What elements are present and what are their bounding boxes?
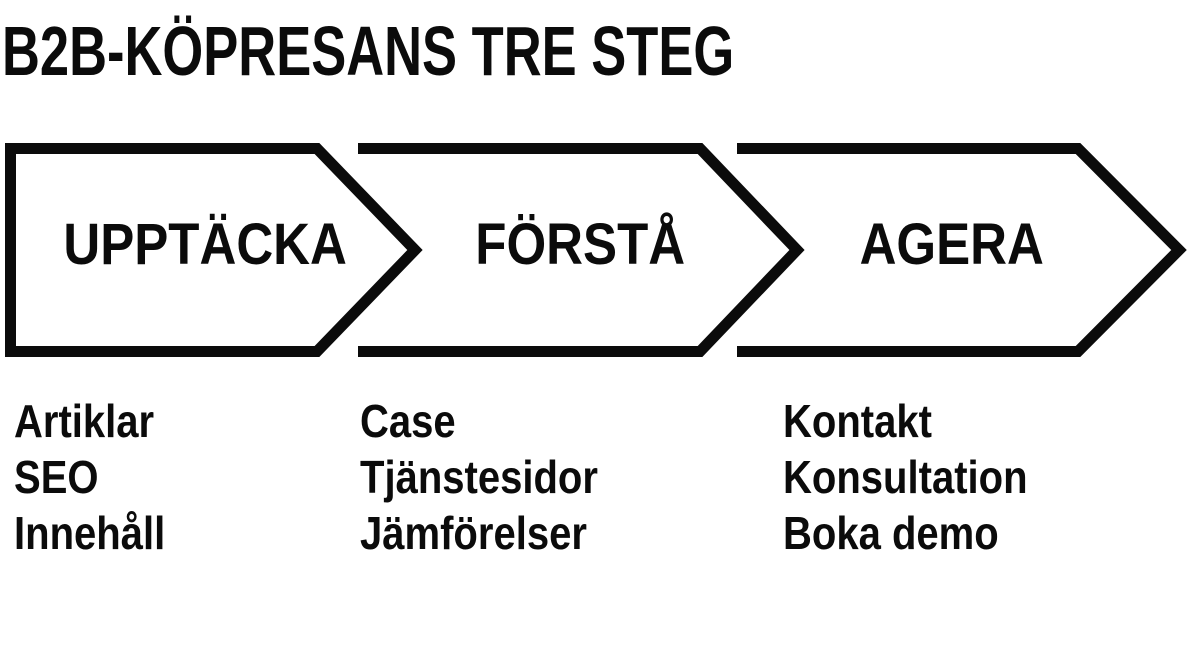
stage-items-upptacka: Artiklar SEO Innehåll <box>14 393 327 561</box>
list-item: Artiklar <box>14 395 155 447</box>
chevron-shape-forsta <box>358 143 805 357</box>
list-item: Konsultation <box>783 451 1028 503</box>
page-title: B2B-KÖPRESANS TRE STEG <box>2 12 735 90</box>
list-item: Tjänstesidor <box>360 451 598 503</box>
list-item: Kontakt <box>783 395 932 447</box>
chevron-shape-agera <box>737 143 1187 357</box>
list-item: Boka demo <box>783 507 999 559</box>
stage-items-agera: Kontakt Konsultation Boka demo <box>783 393 1096 561</box>
list-item: Jämförelser <box>360 507 587 559</box>
chevron-shape-upptacka <box>5 143 423 357</box>
stage-items-forsta: Case Tjänstesidor Jämförelser <box>360 393 673 561</box>
list-item: Case <box>360 395 456 447</box>
list-item: Innehåll <box>14 507 166 559</box>
list-item: SEO <box>14 451 99 503</box>
